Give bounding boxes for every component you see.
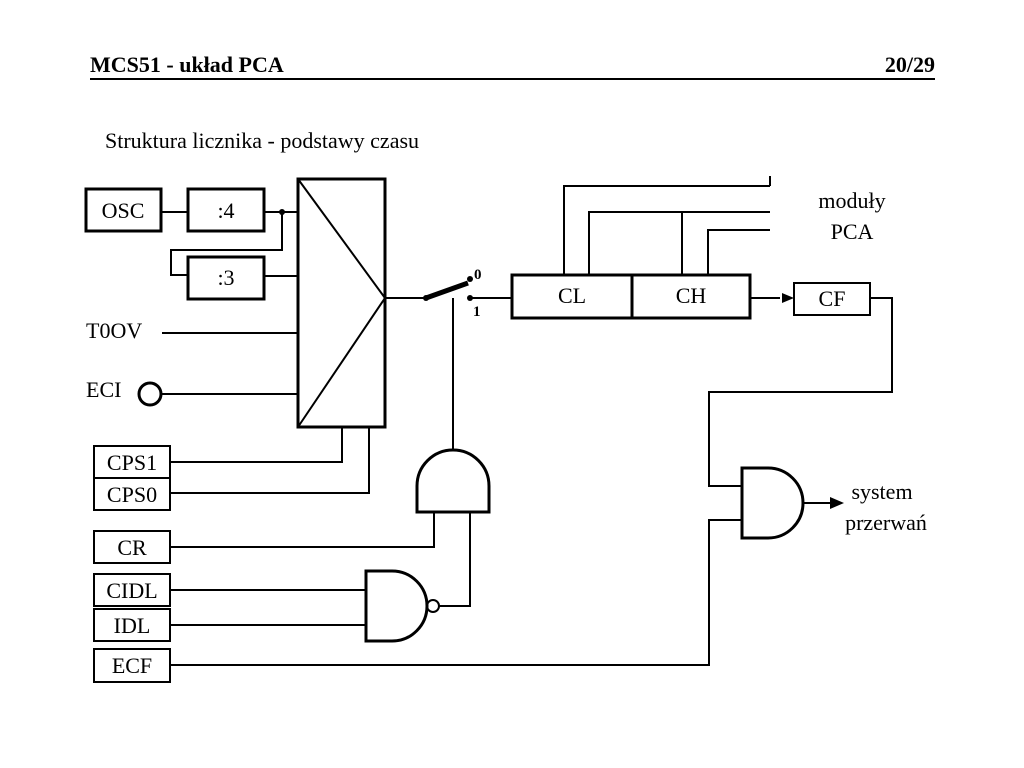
switch-lever bbox=[425, 280, 469, 301]
div4-label: :4 bbox=[217, 198, 234, 223]
div3-block bbox=[186, 255, 266, 301]
div4-block bbox=[186, 187, 266, 233]
diagram-subtitle: Struktura licznika - podstawy czasu bbox=[105, 128, 420, 153]
eci-label: ECI bbox=[86, 377, 121, 402]
osc-label: OSC bbox=[102, 198, 145, 223]
header: MCS51 - układ PCA 20/29 bbox=[90, 52, 935, 80]
moduly-label-line1: moduły bbox=[818, 188, 885, 213]
eci-pin bbox=[137, 381, 163, 407]
ecf-label: ECF bbox=[112, 653, 152, 678]
system-label-line1: system bbox=[851, 479, 912, 504]
enable-and-gate bbox=[415, 448, 491, 514]
switch-pos0-label: 0 bbox=[474, 267, 482, 283]
ch-label: CH bbox=[676, 283, 707, 308]
idle-nand-gate bbox=[364, 569, 429, 643]
cps1-label: CPS1 bbox=[107, 450, 157, 475]
div3-label: :3 bbox=[217, 265, 234, 290]
clock-multiplexer bbox=[296, 177, 387, 429]
switch-pos1-label: 1 bbox=[473, 304, 481, 320]
mux-symbol bbox=[297, 178, 387, 428]
t0ov-label: T0OV bbox=[86, 318, 142, 343]
system-label-line2: przerwań bbox=[845, 510, 927, 535]
output-arrowhead-icon bbox=[830, 497, 844, 509]
nand-bubble-icon bbox=[426, 599, 440, 613]
output-and-gate bbox=[740, 466, 805, 540]
osc-block bbox=[84, 187, 163, 233]
cl-label: CL bbox=[558, 283, 586, 308]
idl-label: IDL bbox=[114, 613, 151, 638]
ch-register bbox=[630, 273, 752, 320]
cf-label: CF bbox=[819, 286, 846, 311]
cf-arrowhead-icon bbox=[782, 293, 794, 303]
moduly-label-line2: PCA bbox=[831, 219, 874, 244]
cr-label: CR bbox=[117, 535, 147, 560]
page-number: 20/29 bbox=[884, 52, 935, 77]
cidl-label: CIDL bbox=[106, 578, 157, 603]
page-title: MCS51 - układ PCA bbox=[90, 52, 284, 77]
cps0-label: CPS0 bbox=[107, 482, 157, 507]
